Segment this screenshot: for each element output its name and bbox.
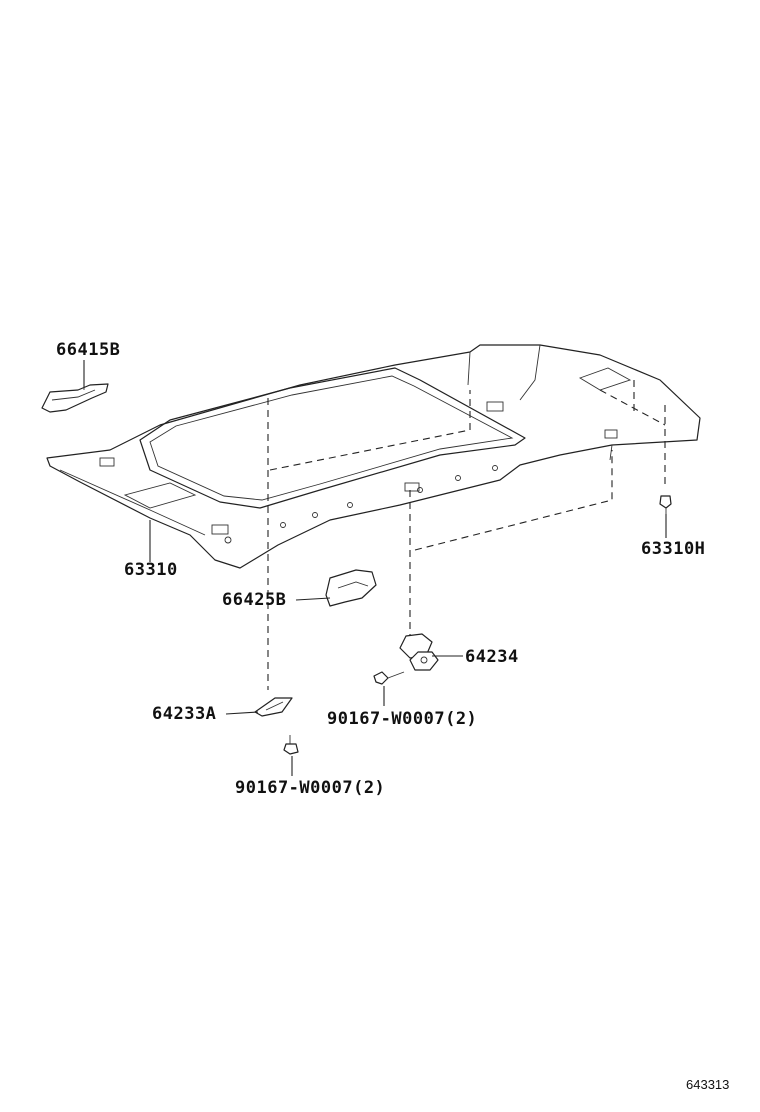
part-64234-cover[interactable] bbox=[399, 633, 439, 671]
part-90167-screw-lower[interactable] bbox=[283, 735, 299, 755]
leader-lines bbox=[83, 360, 667, 776]
part-66425B-bracket[interactable] bbox=[325, 569, 377, 607]
part-63310H-clip[interactable] bbox=[659, 495, 672, 516]
part-90167-screw-upper[interactable] bbox=[373, 671, 405, 685]
part-label-90167-upper[interactable]: 90167-W0007(2) bbox=[327, 709, 478, 729]
part-label-66415B[interactable]: 66415B bbox=[56, 340, 121, 360]
part-label-63310H[interactable]: 63310H bbox=[641, 539, 706, 559]
part-64233A-clip[interactable] bbox=[254, 697, 293, 717]
part-label-66425B[interactable]: 66425B bbox=[222, 590, 287, 610]
part-label-90167-lower[interactable]: 90167-W0007(2) bbox=[235, 778, 386, 798]
diagram-code: 643313 bbox=[686, 1077, 730, 1092]
headliner-panel bbox=[46, 344, 701, 569]
part-label-64234[interactable]: 64234 bbox=[465, 647, 519, 667]
part-66415B-bracket[interactable] bbox=[41, 380, 109, 413]
part-label-64233A[interactable]: 64233A bbox=[152, 704, 217, 724]
part-label-63310[interactable]: 63310 bbox=[124, 560, 178, 580]
assembly-guide-lines bbox=[267, 380, 666, 690]
